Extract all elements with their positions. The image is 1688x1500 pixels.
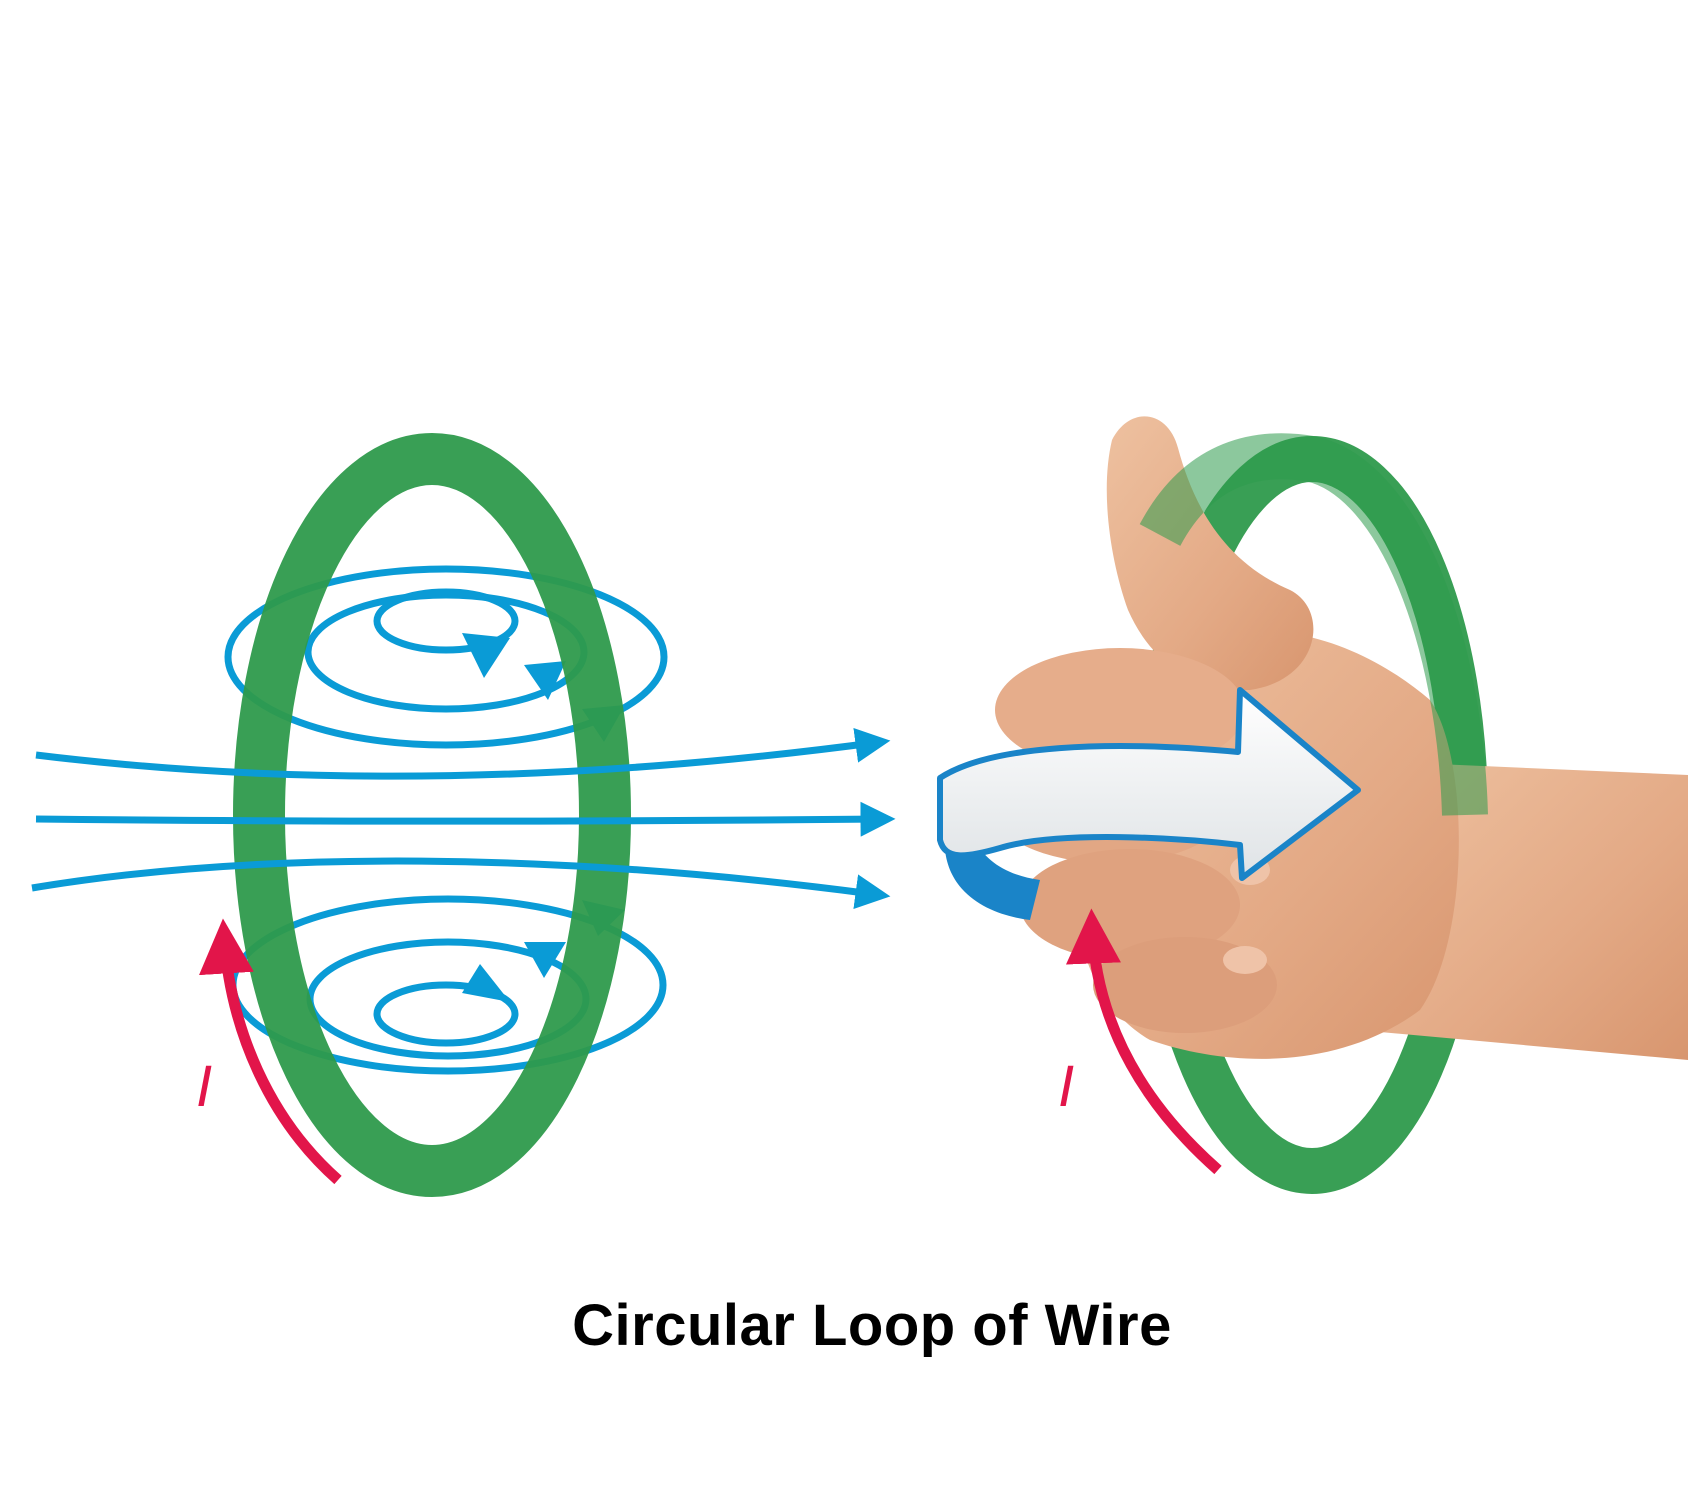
current-arrow-left [198, 918, 342, 1185]
arrowhead-icon [462, 633, 510, 678]
current-arrow-right [1066, 908, 1222, 1175]
field-circle-outer-top [224, 565, 668, 749]
arrowhead-icon [524, 942, 566, 978]
thumbnail [1223, 946, 1267, 974]
field-circle-inner-top [373, 588, 519, 654]
wire-loop-right-front [1139, 433, 1488, 816]
figure-caption: Circular Loop of Wire [572, 1293, 1172, 1358]
curl-arrow-back-band [945, 840, 1040, 920]
curl-arrow [937, 687, 1361, 920]
arrowhead-icon [524, 661, 566, 700]
finger-index [995, 648, 1245, 772]
field-circle-inner-bottom [373, 981, 519, 1047]
field-line-bottom [31, 857, 891, 910]
current-label-right: I [1058, 1054, 1075, 1119]
field-line-middle [35, 801, 896, 837]
field-lines-axial [31, 727, 896, 910]
thumb [1106, 416, 1314, 690]
arrowhead-icon [462, 964, 510, 1002]
wire-loop-left [233, 433, 631, 1197]
field-line-top [35, 727, 891, 780]
curl-arrow-body [937, 687, 1361, 881]
current-label-left: I [196, 1054, 213, 1119]
left-loop-diagram [31, 433, 896, 1197]
right-hand-diagram [937, 416, 1688, 1194]
